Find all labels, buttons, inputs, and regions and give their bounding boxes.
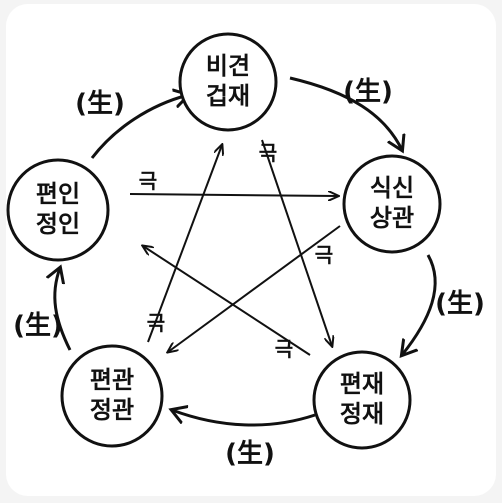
controlling-label-top-bottomright: 극 [259, 141, 277, 165]
generating-label-left-top: (生) [75, 89, 125, 119]
generating-arrow-bottomright-bottomleft [172, 410, 316, 427]
generating-label-bottomright-bottomleft: (生) [225, 439, 275, 469]
node-top: 비견 겁재 [178, 32, 278, 132]
controlling-arrow-bottomleft-top [147, 145, 222, 343]
node-bottom-left: 편관 정관 [60, 344, 164, 448]
controlling-star [129, 139, 341, 356]
node-circle [6, 158, 110, 262]
generating-arrow-bottomleft-left [55, 268, 72, 351]
controlling-label-bottomleft-top: 극 [147, 311, 165, 335]
generating-cycle [55, 76, 437, 427]
node-circle [60, 344, 164, 448]
node-label-line2: 정재 [340, 400, 384, 428]
controlling-arrow-left-right [129, 194, 338, 196]
controlling-arrow-top-bottomright [261, 139, 332, 346]
generating-arrow-left-top [90, 95, 188, 159]
controlling-label-right-bottomleft: 극 [315, 243, 333, 267]
generating-label-right-bottomright: (生) [435, 289, 485, 319]
node-label-line1: 편인 [36, 180, 80, 208]
node-bottom-right: 편재 정재 [312, 350, 412, 450]
node-circle [312, 350, 412, 450]
controlling-label-left-right: 극 [139, 169, 157, 193]
node-label-line2: 정인 [36, 210, 80, 238]
controlling-arrow-right-bottomleft [168, 225, 341, 352]
node-circle [342, 154, 442, 254]
node-label-line1: 비견 [206, 52, 250, 80]
node-right: 식신 상관 [342, 154, 442, 254]
node-label-line2: 정관 [90, 396, 134, 424]
generating-arrow-right-bottomright [402, 254, 437, 355]
node-label-line1: 식신 [370, 174, 414, 202]
node-label-line1: 편관 [90, 366, 134, 394]
generating-arrow-top-right [289, 76, 402, 150]
controlling-label-bottomright-left: 극 [275, 337, 293, 361]
generating-label-bottomleft-left: (生) [13, 311, 63, 341]
controlling-arrow-bottomright-left [143, 246, 311, 356]
node-label-line2: 겁재 [206, 82, 250, 110]
node-left: 편인 정인 [6, 158, 110, 262]
node-circle [178, 32, 278, 132]
node-label-line2: 상관 [370, 204, 414, 232]
generating-label-top-right: (生) [343, 77, 393, 107]
node-label-line1: 편재 [340, 370, 384, 398]
